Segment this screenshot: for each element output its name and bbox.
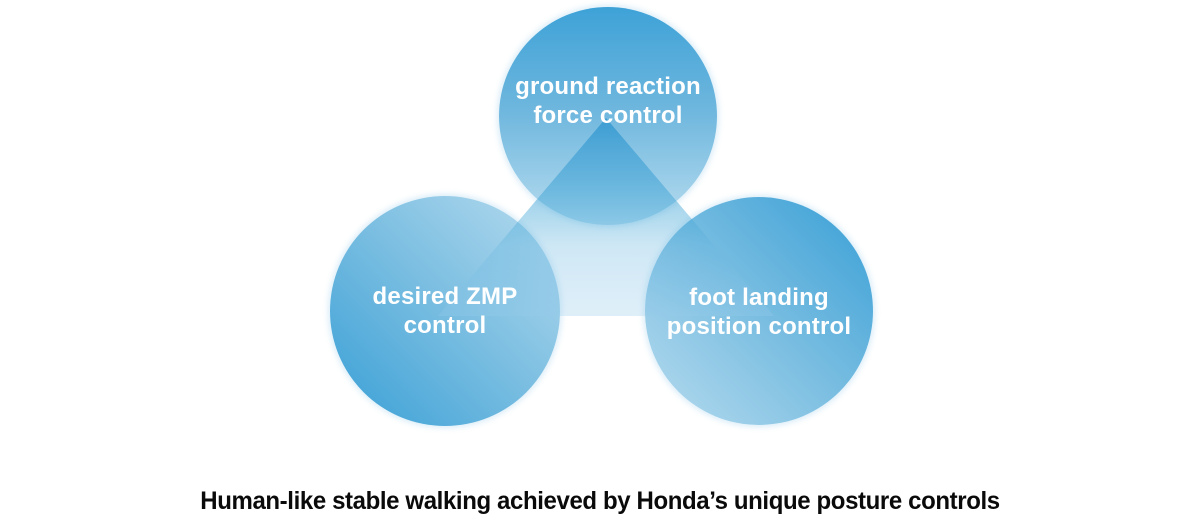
label-line: force control [533,102,683,129]
label-foot-landing-position-control: foot landing position control [645,283,873,341]
label-line: position control [666,313,852,340]
label-line: ground reaction [515,73,701,100]
label-line: control [403,312,487,339]
diagram-caption: Human-like stable walking achieved by Ho… [200,487,1000,515]
label-line: foot landing [689,284,829,311]
label-ground-reaction-force-control: ground reaction force control [499,72,717,130]
label-desired-zmp-control: desired ZMP control [330,282,560,340]
label-line: desired ZMP [372,283,518,310]
